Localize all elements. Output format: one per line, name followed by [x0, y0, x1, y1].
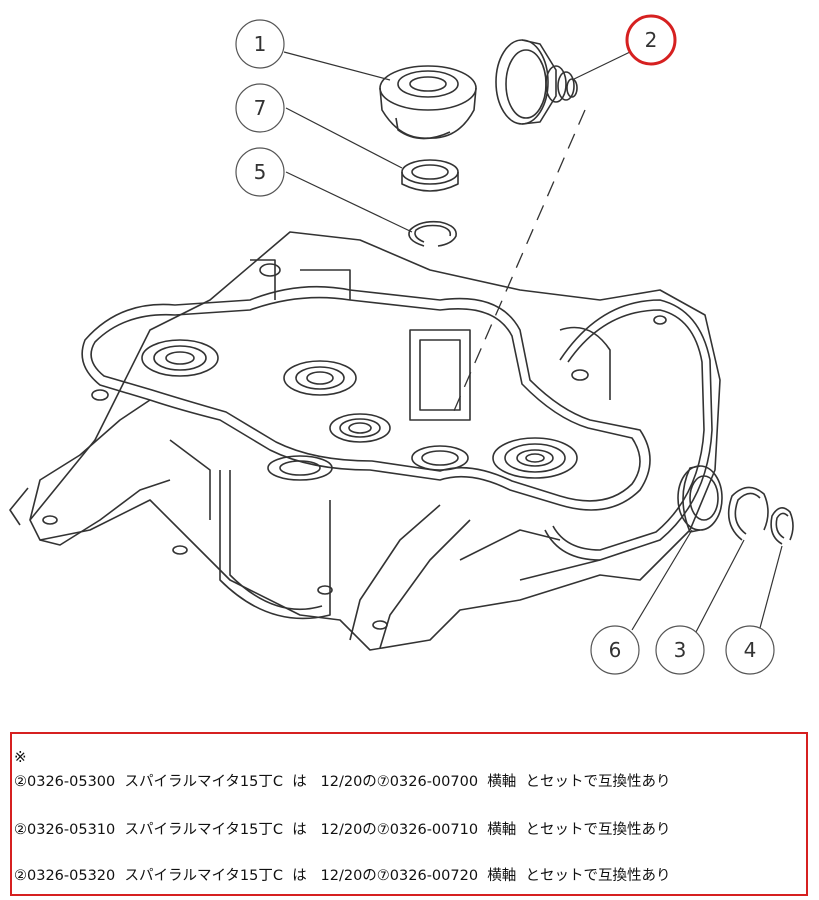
- callout-7: 7: [235, 83, 285, 133]
- assembly-axis-dashed: [449, 109, 586, 421]
- note-line-1: ②0326-05300 スパイラルマイタ15丁C は 12/20の⑦0326-0…: [14, 774, 671, 790]
- svg-text:7: 7: [254, 96, 267, 120]
- callout-3: 3: [655, 625, 705, 675]
- part-4-snap-ring: [770, 507, 794, 545]
- part-2-spiral-miter-gear: [495, 39, 578, 125]
- note-line-2: ②0326-05310 スパイラルマイタ15丁C は 12/20の⑦0326-0…: [14, 822, 671, 838]
- note-line-3: ②0326-05320 スパイラルマイタ15丁C は 12/20の⑦0326-0…: [14, 868, 671, 884]
- svg-text:5: 5: [254, 160, 267, 184]
- bearing-seat-left: [141, 339, 219, 377]
- callout-4: 4: [725, 625, 775, 675]
- callout-2-highlighted: 2: [625, 14, 677, 66]
- svg-text:1: 1: [254, 32, 267, 56]
- callout-5: 5: [235, 147, 285, 197]
- part-1-bearing-housing: [379, 65, 477, 140]
- callout-1: 1: [235, 19, 285, 69]
- exploded-parts-diagram: 1 7 5 2 6 3 4: [9, 14, 794, 675]
- part-5-snap-ring: [408, 220, 457, 247]
- compatibility-note-box: [10, 732, 808, 896]
- svg-text:2: 2: [645, 28, 658, 52]
- gear-case-housing: [9, 231, 721, 651]
- svg-text:6: 6: [609, 638, 622, 662]
- part-6-side-bearing: [677, 465, 723, 533]
- svg-text:4: 4: [744, 638, 757, 662]
- leader-lines: [283, 51, 783, 633]
- note-mark: ※: [14, 748, 27, 766]
- mounting-bosses: [42, 263, 667, 630]
- bearing-seat-center: [283, 360, 357, 396]
- callout-6: 6: [590, 625, 640, 675]
- bearing-seat-right: [492, 437, 578, 479]
- part-3-retaining-ring: [727, 486, 769, 541]
- bearing-seat-inner: [411, 445, 469, 471]
- bearing-seat-lower: [329, 413, 391, 443]
- bearing-seat-bottom: [267, 455, 333, 481]
- part-7-bearing: [401, 159, 459, 192]
- svg-text:3: 3: [674, 638, 687, 662]
